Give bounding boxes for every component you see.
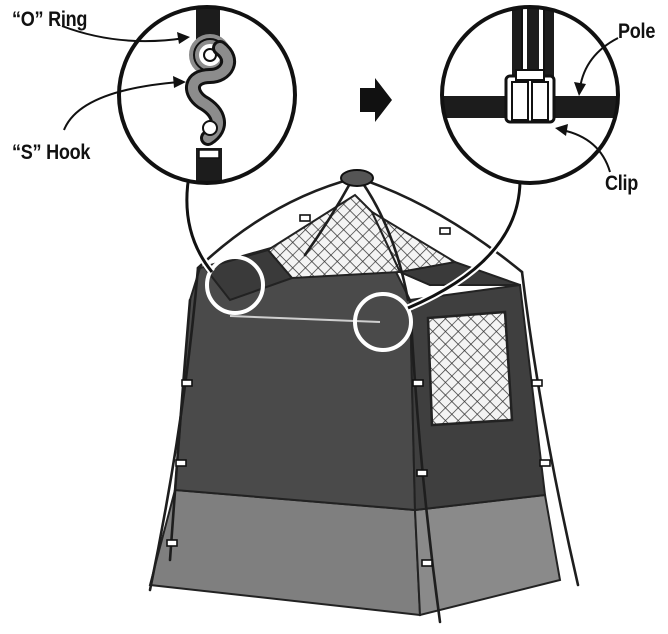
arrowhead-pole bbox=[574, 82, 586, 96]
arrowhead-s-hook bbox=[173, 76, 186, 88]
right-arrow-icon bbox=[360, 78, 392, 122]
label-s-hook: “S” Hook bbox=[12, 141, 91, 164]
leader-line-left bbox=[183, 169, 215, 275]
tent-hub bbox=[340, 169, 374, 187]
tent-roof-mesh-front bbox=[266, 193, 402, 280]
label-clip: Clip bbox=[605, 172, 639, 195]
tent-floor-band-left bbox=[148, 488, 422, 617]
tent-side-window bbox=[426, 310, 514, 427]
label-pole: Pole bbox=[618, 20, 656, 43]
tent-roof-flap-left bbox=[203, 248, 294, 302]
arrowhead-clip bbox=[555, 124, 568, 136]
label-o-ring: “O” Ring bbox=[12, 8, 88, 31]
tent-pole-clips bbox=[166, 214, 551, 567]
pointer-arrows-right bbox=[561, 37, 619, 173]
tent bbox=[148, 169, 580, 624]
detail-circle-o-ring bbox=[205, 255, 265, 315]
detail-circle-clip bbox=[353, 292, 413, 352]
zoom-o-ring-s-hook bbox=[117, 5, 297, 185]
tent-frame-poles bbox=[148, 176, 580, 624]
leader-line-right-outline bbox=[407, 179, 522, 310]
arrowhead-o-ring bbox=[177, 32, 190, 44]
tent-roof-flap-right bbox=[396, 260, 521, 286]
zoom-pole-clip bbox=[440, 5, 620, 185]
pointer-arrows-left bbox=[61, 25, 186, 131]
